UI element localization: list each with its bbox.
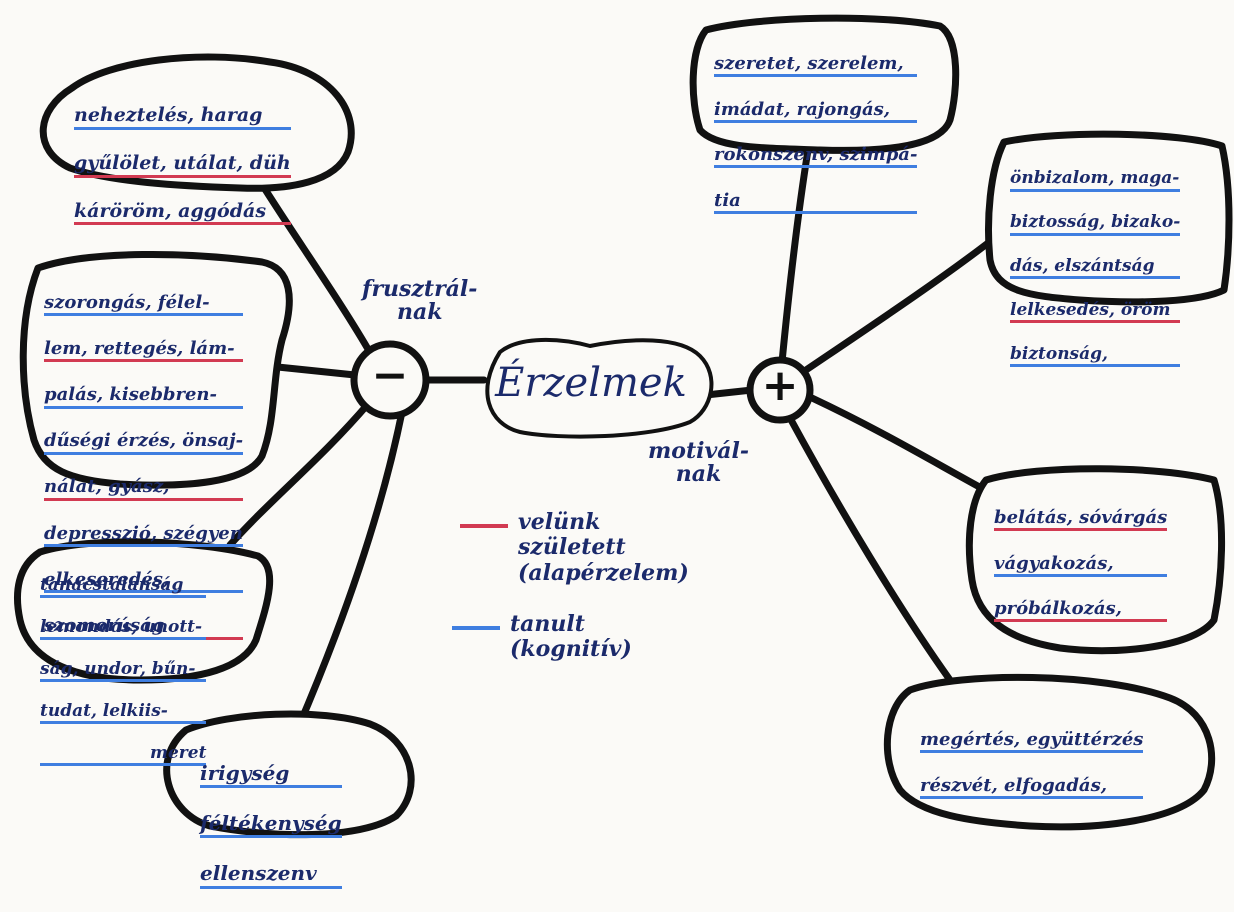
neg-node-3-line-4: tudat, lelkiis-: [40, 701, 207, 725]
line-pos-to-node1: [778, 146, 812, 366]
pos-node-2-outline: [985, 130, 1233, 306]
pos-node-3-line-3: próbálkozás,: [994, 598, 1168, 623]
neg-node-4-line-3: ellenszenv: [200, 861, 342, 889]
neg-node-2-line-2: lem, rettegés, lám-: [44, 338, 244, 363]
negative-hub-circle: [350, 340, 430, 420]
neg-node-3-text: tanácstalanság lemondás, unott- ság, und…: [40, 556, 207, 786]
neg-node-3-line-2: lemondás, unott-: [40, 617, 207, 641]
line-pos-to-node2: [802, 236, 996, 374]
pos-node-1-line-4: tia: [714, 190, 918, 214]
pos-node-2-line-3: dás, elszántság: [1010, 256, 1181, 280]
neg-node-2-line-4: dűségi érzés, önsaj-: [44, 430, 244, 455]
legend-swatch-blue: [452, 626, 500, 630]
pos-node-3-text: belátás, sóvárgás vágyakozás, próbálkozá…: [994, 486, 1168, 644]
neg-node-4-line-2: féltékenység: [200, 811, 342, 839]
pos-node-3-line-1: belátás, sóvárgás: [994, 507, 1168, 532]
legend-item-innate: velünk született (alapérzelem): [460, 509, 689, 586]
pos-node-4-line-2: részvét, elfogadás,: [920, 775, 1144, 799]
positive-hub-circle: [746, 356, 814, 424]
neg-node-2-line-6: depresszió, szégyen: [44, 523, 244, 548]
neg-node-4-line-1: irigység: [200, 761, 342, 789]
line-neg-to-node2: [264, 362, 359, 379]
center-cloud-outline: [485, 338, 714, 439]
neg-node-3-line-5: meret: [40, 743, 207, 767]
neg-node-1-outline: [39, 53, 355, 192]
neg-node-1-line-1: neheztelés, harag: [74, 104, 291, 130]
pos-node-2-line-2: biztosság, bizako-: [1010, 212, 1181, 236]
pos-node-4-text: megértés, együttérzés részvét, elfogadás…: [920, 708, 1144, 820]
neg-node-2-text: szorongás, félel- lem, rettegés, lám- pa…: [44, 270, 244, 661]
pos-node-1-outline: [689, 14, 960, 154]
pos-node-4-line-1: megértés, együttérzés: [920, 729, 1144, 754]
pos-node-1-line-2: imádat, rajongás,: [714, 99, 918, 123]
neg-node-2-line-5: nálat, gyász,: [44, 476, 244, 501]
pos-node-2-text: önbizalom, maga- biztosság, bizako- dás,…: [1010, 148, 1181, 387]
line-pos-to-node4: [786, 414, 954, 684]
neg-node-2-line-1: szorongás, félel-: [44, 292, 244, 317]
connector-lines: [226, 146, 996, 732]
legend-text-innate: velünk született (alapérzelem): [518, 509, 689, 586]
line-center-to-pos: [702, 386, 756, 399]
neg-node-1-line-2: gyűlölet, utálat, düh: [74, 152, 291, 178]
neg-node-3-line-3: ság, undor, bűn-: [40, 659, 207, 683]
negative-hub-sign: −: [371, 350, 409, 401]
pos-node-2-line-5: biztonság,: [1010, 344, 1181, 367]
legend-text-learned: tanult (kognitív): [510, 611, 632, 663]
legend-item-learned: tanult (kognitív): [452, 611, 632, 663]
pos-node-1-line-3: rokonszenv, szimpá-: [714, 144, 918, 169]
neg-node-2-line-7: elkeseredés,: [44, 569, 244, 594]
pos-node-2-line-1: önbizalom, maga-: [1010, 168, 1181, 192]
neg-node-3-line-1: tanácstalanság: [40, 575, 207, 599]
legend-swatch-red: [460, 524, 508, 528]
line-neg-to-node1: [254, 174, 376, 360]
neg-node-2-line-3: palás, kisebbren-: [44, 384, 244, 409]
neg-node-4-outline: [163, 710, 415, 839]
pos-node-1-text: szeretet, szerelem, imádat, rajongás, ro…: [714, 32, 918, 235]
neg-node-2-outline: [19, 250, 293, 489]
pos-node-3-line-2: vágyakozás,: [994, 553, 1168, 577]
line-neg-to-node4: [294, 408, 406, 732]
line-pos-to-node3: [808, 394, 989, 494]
center-label: Érzelmek: [495, 360, 687, 406]
positive-hub-sign: +: [761, 360, 799, 411]
neg-node-1-line-3: káröröm, aggódás: [74, 200, 291, 226]
neg-node-1-text: neheztelés, harag gyűlölet, utálat, düh …: [74, 82, 291, 248]
neg-node-4-text: irigység féltékenység ellenszenv: [200, 738, 342, 912]
pos-node-3-outline: [965, 465, 1226, 655]
line-neg-to-node3: [226, 400, 372, 549]
pos-node-2-line-4: lelkesedés, öröm: [1010, 300, 1181, 324]
pos-node-1-line-1: szeretet, szerelem,: [714, 53, 918, 78]
negative-edge-label: frusztrál- nak: [362, 276, 478, 326]
positive-edge-label: motivál- nak: [648, 438, 749, 488]
